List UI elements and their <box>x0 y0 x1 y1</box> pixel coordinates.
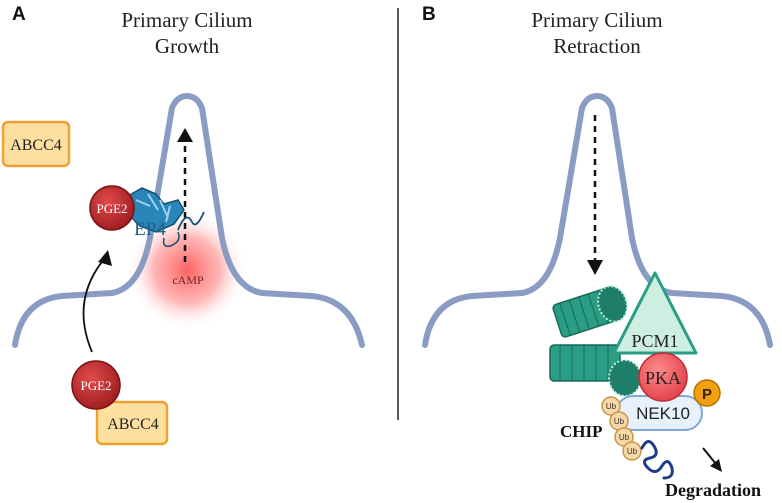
ub-label-3: Ub <box>619 433 630 442</box>
abcc4-label-bottom: ABCC4 <box>107 416 159 433</box>
transport-curved-arrow <box>82 257 106 353</box>
abcc4-label-top: ABCC4 <box>10 137 62 154</box>
ep4-label: EP4 <box>134 219 166 240</box>
panel-b-title-line2: Retraction <box>553 34 641 58</box>
phospho-label: P <box>702 386 712 403</box>
camp-label: cAMP <box>172 273 204 287</box>
cilium-membrane-a <box>12 93 365 348</box>
abcc4-box-bottom <box>95 400 169 446</box>
basal-body-microtubules <box>549 285 642 397</box>
pge2-label-lower: PGE2 <box>80 378 111 393</box>
panel-b-title-line1: Primary Cilium <box>531 8 662 32</box>
retraction-arrow-head <box>587 260 603 275</box>
phospho-circle <box>693 379 721 407</box>
pcm1-label: PCM1 <box>631 331 678 351</box>
pge2-ball-upper <box>89 185 135 231</box>
degradation-label: Degradation <box>665 480 761 500</box>
pka-ball <box>638 352 688 402</box>
transport-arrow-head <box>98 250 112 266</box>
chip-label: CHIP <box>560 422 603 441</box>
ub-label-2: Ub <box>614 417 625 426</box>
panel-a-title-line2: Growth <box>155 34 220 58</box>
ubiquitin-chain <box>601 396 642 461</box>
pge2-label-upper: PGE2 <box>96 201 127 216</box>
abcc4-box-top <box>1 120 71 168</box>
ub-label-1: Ub <box>606 402 617 411</box>
ep4-receptor <box>127 187 205 248</box>
growth-arrow-head <box>177 128 193 142</box>
pka-label: PKA <box>645 368 681 388</box>
ub-label-4: Ub <box>627 447 638 456</box>
panel-b-letter: B <box>422 4 436 25</box>
degradation-arrow-head <box>710 459 722 472</box>
nek10-label: NEK10 <box>636 404 690 423</box>
pcm1-triangle <box>612 271 698 355</box>
cilium-membrane-b <box>422 93 773 348</box>
camp-glow <box>127 210 247 330</box>
degradation-arrow <box>702 447 717 465</box>
panel-a-title-line1: Primary Cilium <box>121 8 252 32</box>
chip-coil <box>640 440 674 480</box>
panel-a-letter: A <box>12 4 26 25</box>
pge2-ball-lower <box>71 360 121 410</box>
